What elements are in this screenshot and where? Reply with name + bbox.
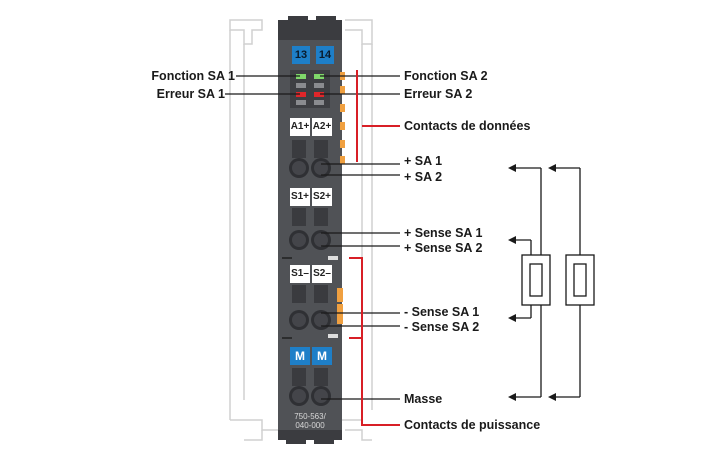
label-plus-sense-sa2: + Sense SA 2	[404, 241, 483, 255]
terminal-a1-label: A1+	[290, 118, 310, 136]
red-brackets	[349, 70, 400, 426]
led-red-1	[296, 92, 306, 97]
label-erreur-sa1: Erreur SA 1	[156, 87, 225, 101]
din-rail-outline	[229, 19, 373, 441]
leader-lines	[225, 75, 400, 400]
terminal-m1-label: M	[290, 347, 310, 365]
label-fonction-sa2: Fonction SA 2	[404, 69, 488, 83]
edge-markers	[328, 256, 338, 338]
terminal-14-label: 14	[316, 46, 334, 64]
model-number-line1: 750-563/	[294, 412, 326, 421]
resistor-2	[565, 254, 595, 306]
terminal-s1-minus-label: S1–	[290, 265, 310, 283]
label-contacts-donnees: Contacts de données	[404, 119, 531, 133]
led-red-2	[314, 92, 324, 97]
resistor-1	[521, 254, 551, 306]
terminal-s2-plus-label: S2+	[312, 188, 332, 206]
terminal-s2-minus-label: S2–	[312, 265, 332, 283]
terminal-s1-plus-label: S1+	[290, 188, 310, 206]
label-minus-sense-sa2: - Sense SA 2	[404, 320, 480, 334]
top-clip	[278, 16, 342, 40]
terminal-m2-label: M	[312, 347, 332, 365]
label-masse: Masse	[404, 392, 443, 406]
sensor-wiring	[510, 167, 581, 398]
arrowheads	[508, 164, 556, 401]
release-buttons	[289, 158, 331, 406]
label-plus-sa1: + SA 1	[404, 154, 443, 168]
terminal-a2-label: A2+	[312, 118, 332, 136]
terminal-13-label: 13	[292, 46, 310, 64]
label-erreur-sa2: Erreur SA 2	[404, 87, 473, 101]
label-fonction-sa1: Fonction SA 1	[151, 69, 235, 83]
led-green-1	[296, 74, 306, 79]
label-plus-sense-sa1: + Sense SA 1	[404, 226, 483, 240]
wire-slots	[292, 140, 328, 386]
label-plus-sa2: + SA 2	[404, 170, 443, 184]
model-number-line2: 040-000	[295, 421, 325, 430]
bottom-clip	[278, 430, 342, 444]
label-contacts-puissance: Contacts de puissance	[404, 418, 541, 432]
power-contacts	[337, 288, 343, 324]
led-green-2	[314, 74, 324, 79]
label-minus-sense-sa1: - Sense SA 1	[404, 305, 480, 319]
